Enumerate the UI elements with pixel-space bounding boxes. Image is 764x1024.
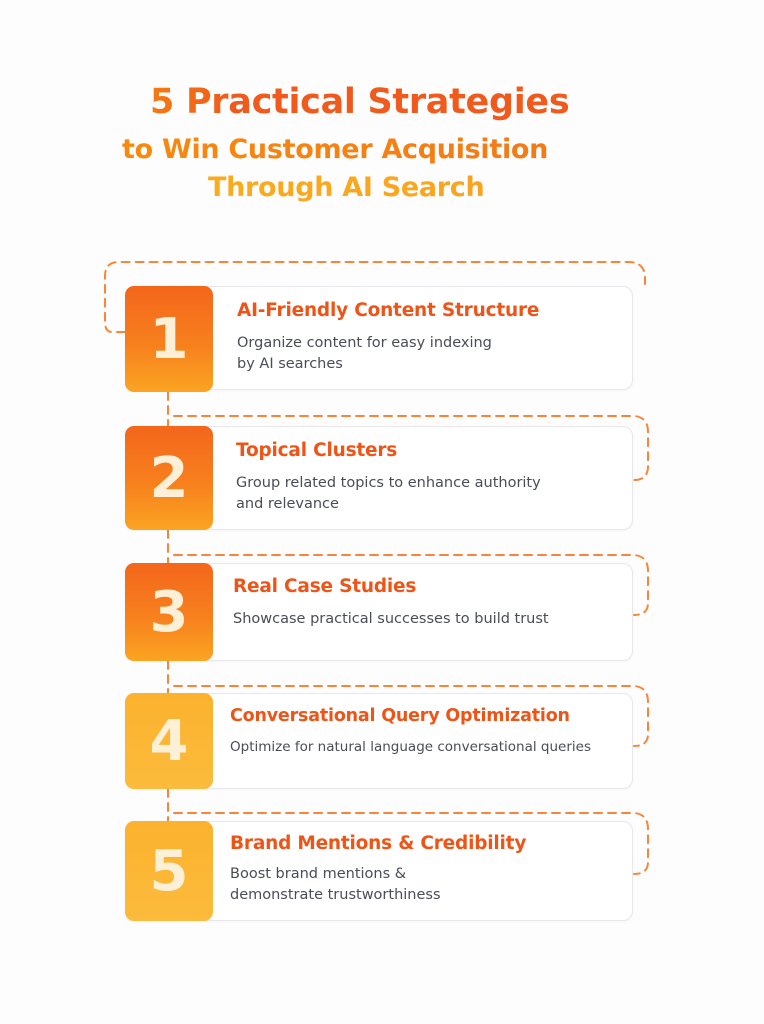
strategy-desc-5: Boost brand mentions & demonstrate trust… [230,864,570,906]
strategy-desc-4: Optimize for natural language conversati… [230,737,630,758]
strategy-title-4: Conversational Query Optimization [230,706,570,726]
title-line-2: to Win Customer Acquisition [122,134,549,165]
number-1: 1 [149,306,189,372]
number-badge-5: 5 [125,821,213,921]
strategy-desc-3-line-1: Showcase practical successes to build tr… [233,611,549,627]
strategy-desc-1-line-2: by AI searches [237,356,343,372]
number-badge-3: 3 [125,563,213,661]
strategy-desc-5-line-2: demonstrate trustworthiness [230,887,441,903]
strategy-desc-2-line-1: Group related topics to enhance authorit… [236,475,541,491]
number-4: 4 [149,708,189,774]
strategy-desc-5-line-1: Boost brand mentions & [230,866,407,882]
number-badge-2: 2 [125,426,213,530]
strategy-desc-4-line-1: Optimize for natural language conversati… [230,739,591,755]
title-line-3: Through AI Search [208,172,485,203]
title-line-1: 5 Practical Strategies [150,82,570,122]
strategy-desc-1-line-1: Organize content for easy indexing [237,335,492,351]
strategy-title-1: AI-Friendly Content Structure [237,300,540,321]
strategy-desc-2-line-2: and relevance [236,496,339,512]
strategy-title-3: Real Case Studies [233,576,417,597]
strategy-desc-2: Group related topics to enhance authorit… [236,473,576,515]
strategy-title-5: Brand Mentions & Credibility [230,833,527,854]
strategy-desc-1: Organize content for easy indexing by AI… [237,333,577,375]
number-badge-4: 4 [125,693,213,789]
number-5: 5 [149,838,189,904]
strategy-desc-3: Showcase practical successes to build tr… [233,609,613,630]
number-2: 2 [149,445,189,511]
strategy-title-2: Topical Clusters [236,440,398,461]
number-3: 3 [149,579,189,645]
number-badge-1: 1 [125,286,213,392]
